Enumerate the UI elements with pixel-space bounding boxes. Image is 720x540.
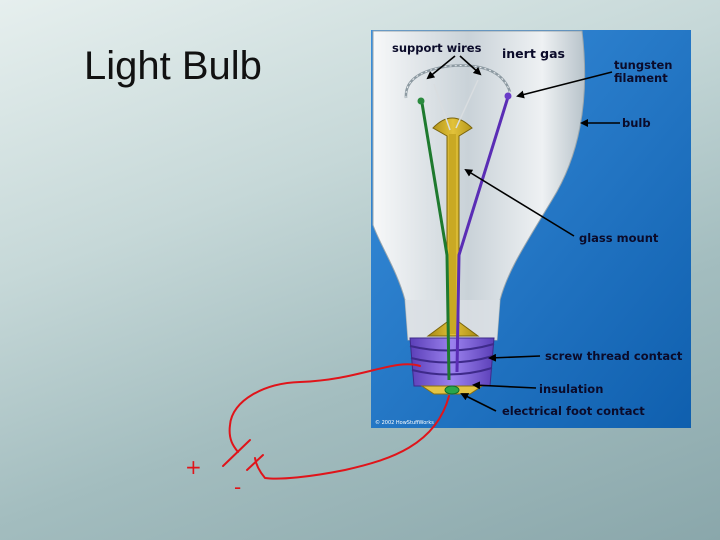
slide-title: Light Bulb <box>84 44 262 88</box>
hand-drawn-circuit: + - <box>185 363 450 499</box>
plus-sign: + <box>185 455 202 479</box>
minus-sign: - <box>234 475 241 499</box>
red-wire-bottom <box>254 395 450 480</box>
battery-long-plate <box>222 439 251 467</box>
support-wire-left <box>433 83 451 131</box>
electrical-foot-contact <box>444 385 460 395</box>
lead-wire-purple <box>455 96 510 373</box>
label-glass-mount: glass mount <box>579 231 659 245</box>
label-screw-thread-contact: screw thread contact <box>545 349 683 363</box>
copyright-text: © 2002 HowStuffWorks <box>375 419 434 426</box>
red-wire-top <box>228 363 421 453</box>
glass-mount <box>426 117 480 337</box>
label-tungsten: tungsten <box>614 58 672 72</box>
label-insulation: insulation <box>539 382 603 396</box>
filament-end-left <box>417 97 425 105</box>
tungsten-filament-icon <box>404 64 512 99</box>
bulb-glass <box>372 30 586 341</box>
callout-arrows <box>426 55 620 412</box>
label-inert-gas: inert gas <box>502 46 565 61</box>
screw-thread-base <box>409 337 495 387</box>
lead-wire-green <box>420 102 451 381</box>
battery-short-plate <box>246 454 264 471</box>
filament-end-right <box>504 92 512 100</box>
label-support-wires: support wires <box>392 41 482 55</box>
support-wire-right <box>455 79 479 129</box>
label-filament: filament <box>614 71 668 85</box>
label-bulb: bulb <box>622 116 651 130</box>
label-electrical-foot-contact: electrical foot contact <box>502 404 645 418</box>
